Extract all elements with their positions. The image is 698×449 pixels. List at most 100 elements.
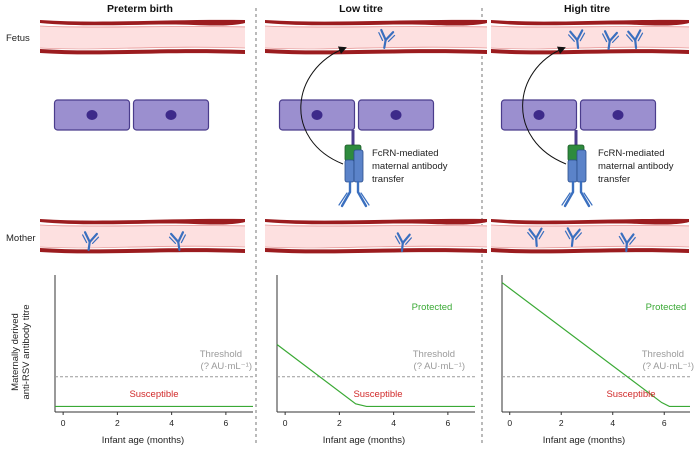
transfer-label-line: FcRN-mediated xyxy=(372,148,439,159)
antibody-stem xyxy=(576,38,580,50)
vessel-edge xyxy=(490,46,690,50)
vessel-edge xyxy=(39,25,246,28)
antibody-stem xyxy=(634,38,638,50)
fcrn-transfer: FcRN-mediated maternal antibody transfer xyxy=(300,46,448,208)
x-tick-label: 6 xyxy=(224,418,229,428)
x-tick-label: 0 xyxy=(61,418,66,428)
antibody-light-chain xyxy=(602,33,608,43)
threshold-unit: (? AU·mL⁻¹) xyxy=(414,361,465,372)
maternal-antibodies xyxy=(527,227,636,253)
bound-antibody xyxy=(340,180,368,208)
vessel-lumen xyxy=(265,26,487,48)
receptor-domain xyxy=(576,149,587,183)
x-axis-label: Infant age (months) xyxy=(102,435,184,446)
vessel-lumen xyxy=(40,225,245,247)
y-axis-label: Maternally derived anti-RSV antibody tit… xyxy=(10,304,32,399)
antibody-arm xyxy=(634,29,642,42)
antibody-icon xyxy=(82,231,100,252)
antibody-icon xyxy=(602,30,620,51)
antibody-arm xyxy=(177,231,185,244)
antibody-icon xyxy=(378,28,396,49)
fetal-blood-vessel xyxy=(39,19,246,55)
vessel-wall-bottom xyxy=(491,49,689,55)
transfer-label-line: transfer xyxy=(372,174,404,185)
vessel-wall-top xyxy=(40,218,245,225)
vessel-edge xyxy=(264,46,488,50)
antibody-light-chain xyxy=(579,32,586,42)
vessel-wall-bottom xyxy=(265,49,487,55)
antibody-light-chain xyxy=(629,236,636,245)
x-tick-label: 2 xyxy=(115,418,120,428)
antibody-light-chain xyxy=(538,230,545,240)
vessel-edge xyxy=(490,224,690,227)
x-axis-label: Infant age (months) xyxy=(323,435,405,446)
antibody-arm xyxy=(569,30,579,42)
antibody-icon xyxy=(564,227,582,248)
antibody-light-chain xyxy=(568,34,575,42)
antibody-icon xyxy=(626,29,644,50)
susceptible-label: Susceptible xyxy=(353,389,402,400)
vessel-edge xyxy=(39,224,246,227)
panel-title: High titre xyxy=(564,3,610,15)
antibody-stem xyxy=(383,38,387,49)
cell-nucleus xyxy=(165,110,177,120)
protected-label: Protected xyxy=(412,302,453,313)
cell-nucleus xyxy=(533,110,545,120)
receptor-stalk xyxy=(351,130,355,148)
antibody-stem xyxy=(87,240,91,252)
antibody-arm xyxy=(401,233,411,245)
x-tick-label: 2 xyxy=(559,418,564,428)
antibody-stem xyxy=(400,241,404,253)
susceptible-label: Susceptible xyxy=(129,389,178,400)
antibody-icon xyxy=(394,232,412,253)
receptor-domain xyxy=(567,159,578,183)
antibody-light-chain xyxy=(637,32,644,42)
titre-line xyxy=(276,344,475,408)
antibody-arm xyxy=(620,232,628,245)
transfer-arrow xyxy=(522,46,567,165)
antibody-arm xyxy=(625,233,635,245)
antibody-light-chain xyxy=(611,35,620,43)
vessel-wall-top xyxy=(265,218,487,225)
cell-nucleus xyxy=(86,110,98,120)
antibody-light-chain xyxy=(564,230,571,240)
threshold-unit: (? AU·mL⁻¹) xyxy=(201,361,252,372)
threshold-unit: (? AU·mL⁻¹) xyxy=(643,361,694,372)
antibody-arm xyxy=(608,31,619,43)
maternal-blood-vessel xyxy=(264,218,488,254)
panel-low-titre: Low titre FcRN-mediated maternal antibod… xyxy=(264,3,488,446)
panel-title: Preterm birth xyxy=(107,3,173,15)
transfer-label-line: maternal antibody xyxy=(598,161,674,172)
antibody-arm xyxy=(384,31,395,42)
vessel-edge xyxy=(264,245,488,249)
antibody-icon xyxy=(527,227,545,248)
antibody-light-chain xyxy=(575,232,582,240)
bound-antibody-light-chain xyxy=(338,192,370,206)
maternal-blood-vessel xyxy=(490,218,690,254)
vessel-edge xyxy=(490,245,690,249)
x-tick-label: 6 xyxy=(662,418,667,428)
bound-antibody-light-chain xyxy=(561,192,593,206)
panel-high-titre: High titre FcRN-mediated maternal antibo… xyxy=(490,3,694,446)
vessel-edge xyxy=(490,25,690,28)
svg-text:Maternally derived: Maternally derived xyxy=(10,313,21,391)
antibody-arm xyxy=(88,232,99,244)
cell-nucleus xyxy=(311,110,323,120)
antibody-arm xyxy=(603,30,611,43)
antibody-light-chain xyxy=(387,34,396,43)
antibody-light-chain xyxy=(626,34,633,42)
x-tick-label: 4 xyxy=(169,418,174,428)
threshold-label: Threshold xyxy=(413,349,455,360)
antibody-stem xyxy=(177,240,181,252)
transfer-arrow xyxy=(300,46,347,165)
antibody-arm xyxy=(571,228,581,240)
panel-title: Low titre xyxy=(339,3,383,15)
antibody-icon xyxy=(168,231,186,252)
fetal-blood-vessel xyxy=(264,19,488,55)
antibody-light-chain xyxy=(618,235,625,245)
vessel-edge xyxy=(264,25,488,28)
vessel-lumen xyxy=(491,225,689,247)
